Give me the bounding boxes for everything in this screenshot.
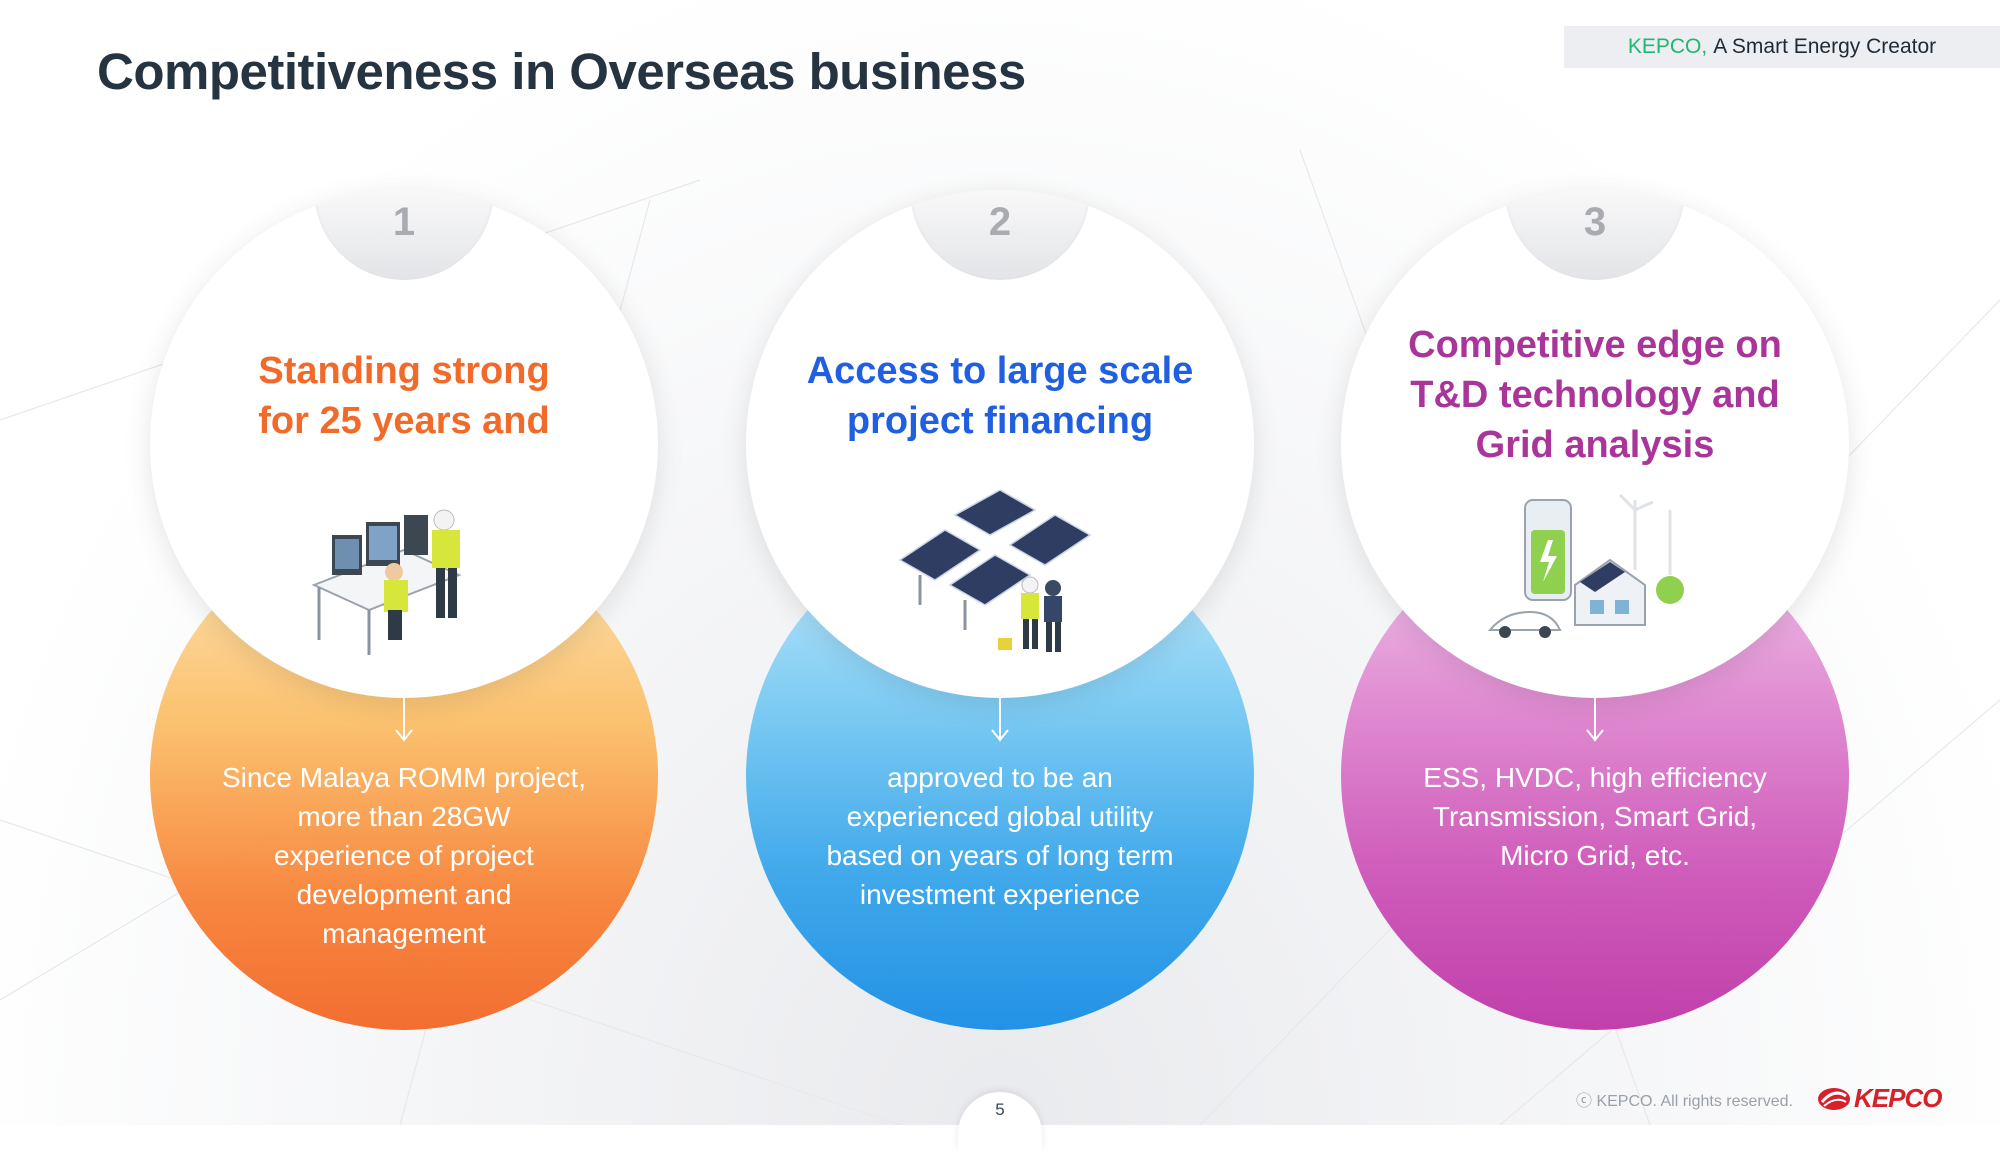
card-2: 2 Access to large scale project financin… (746, 190, 1254, 1030)
copyright-text: ⓒ KEPCO. All rights reserved. (1576, 1093, 1793, 1110)
card-2-heading-line: Access to large scale (806, 350, 1194, 392)
card-3-number: 3 (1583, 200, 1607, 244)
card-3-body-line: Micro Grid, etc. (1500, 840, 1690, 871)
card-1-body-line: more than 28GW (297, 801, 511, 832)
engineers-at-control-desk-illustration (311, 509, 462, 655)
kepco-logo: KEPCO (1816, 1083, 1942, 1114)
smart-grid-battery-house-illustration (1487, 493, 1684, 638)
card-3-body-line: ESS, HVDC, high efficiency (1423, 762, 1767, 793)
card-2-body-line: approved to be an (887, 762, 1113, 793)
card-3-body: ESS, HVDC, high efficiency Transmission,… (1391, 758, 1799, 875)
down-arrow-icon (395, 680, 413, 742)
card-1-body-line: development and (296, 879, 512, 910)
brand-accent: KEPCO, (1627, 35, 1708, 58)
card-2-number: 2 (988, 200, 1012, 244)
down-arrow-icon (1586, 680, 1604, 742)
card-3-body-line: Transmission, Smart Grid, (1432, 801, 1758, 832)
card-1-body-line: Since Malaya ROMM project, (221, 762, 587, 793)
card-2-top-circle: 2 Access to large scale project financin… (746, 190, 1254, 698)
down-arrow-icon (991, 680, 1009, 742)
kepco-logo-text: KEPCO (1854, 1083, 1942, 1113)
card-3-heading: Competitive edge on T&D technology and G… (1381, 320, 1809, 470)
brand-tagline: A Smart Energy Creator (1713, 35, 1937, 58)
card-3: 3 Competitive edge on T&D technology and… (1341, 190, 1849, 1030)
card-1-number: 1 (392, 200, 416, 244)
page-title: Competitiveness in Overseas business (97, 43, 1026, 100)
card-1-heading: Standing strong for 25 years and (190, 346, 618, 446)
kepco-logo-icon (1818, 1087, 1850, 1110)
card-3-heading-line: Competitive edge on (1408, 324, 1782, 366)
card-2-body-line: experienced global utility (846, 801, 1154, 832)
card-1-heading-line: Standing strong (258, 350, 550, 392)
brand-tagline-banner: KEPCO, A Smart Energy Creator (1564, 26, 2000, 68)
card-2-body-line: based on years of long term (826, 840, 1174, 871)
card-2-heading: Access to large scale project financing (786, 346, 1214, 446)
card-1-heading-line: for 25 years and (258, 400, 550, 442)
card-1: 1 Standing strong for 25 years and Since… (150, 190, 658, 1030)
card-1-body-line: management (322, 918, 486, 949)
card-1-body: Since Malaya ROMM project, more than 28G… (200, 758, 608, 953)
page-number: 5 (995, 1100, 1005, 1119)
card-2-number-tab: 2 (910, 190, 1090, 280)
card-3-heading-line: T&D technology and (1410, 374, 1780, 416)
card-3-number-tab: 3 (1505, 190, 1685, 280)
card-3-heading-line: Grid analysis (1475, 424, 1715, 466)
page-number-tab: 5 (958, 1092, 1042, 1152)
card-2-body: approved to be an experienced global uti… (796, 758, 1204, 914)
card-2-heading-line: project financing (846, 400, 1154, 442)
card-1-top-circle: 1 Standing strong for 25 years and (150, 190, 658, 698)
solar-panel-engineers-illustration (898, 490, 1092, 652)
card-1-body-line: experience of project (274, 840, 534, 871)
card-1-number-tab: 1 (314, 190, 494, 280)
card-2-body-line: investment experience (859, 879, 1141, 910)
